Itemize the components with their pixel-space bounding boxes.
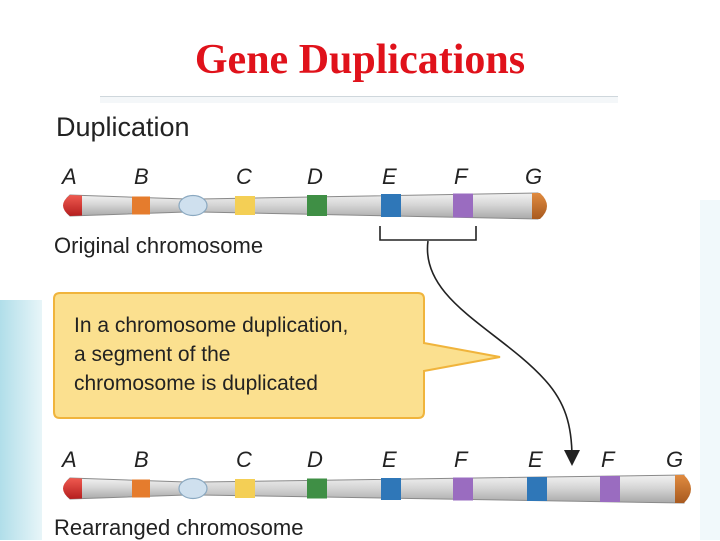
band-f-duplicate [600, 476, 620, 502]
gene-label: F [454, 164, 469, 189]
rearranged-chromosome [63, 474, 691, 504]
gene-label: F [454, 447, 469, 472]
callout-text: In a chromosome duplication, a segment o… [74, 311, 414, 398]
band-d [307, 195, 327, 216]
telomere-cap-left [63, 478, 82, 499]
rearranged-gene-labels: A B C D E F E F G [60, 447, 683, 472]
gene-label: C [236, 164, 252, 189]
chromosome-arm-left [63, 194, 187, 217]
band-d [307, 478, 327, 499]
band-e [381, 194, 401, 217]
band-c [235, 196, 255, 215]
telomere-cap-right [532, 193, 547, 219]
duplication-arrow [426, 240, 580, 466]
telomere-cap-right [675, 475, 691, 503]
rearranged-chromosome-caption: Rearranged chromosome [54, 515, 304, 540]
centromere [178, 477, 208, 500]
gene-label: B [134, 164, 149, 189]
panel-top-edge [100, 96, 618, 105]
callout-line: In a chromosome duplication, [74, 314, 349, 337]
gene-label: A [60, 447, 77, 472]
band-f [453, 477, 473, 501]
original-chromosome [63, 192, 547, 220]
band-b [132, 196, 150, 215]
slide-title: Gene Duplications [194, 37, 526, 83]
gene-label: C [236, 447, 252, 472]
gene-label: B [134, 447, 149, 472]
gene-label: E [528, 447, 543, 472]
callout-line: a segment of the [74, 343, 231, 366]
band-c [235, 479, 255, 498]
gene-label: D [307, 447, 323, 472]
gene-label: G [525, 164, 542, 189]
gene-label: F [601, 447, 616, 472]
panel-title: Duplication [56, 112, 190, 142]
band-f [453, 193, 473, 218]
callout-box [53, 292, 501, 419]
band-e-duplicate [527, 477, 547, 501]
telomere-cap-left [63, 195, 82, 216]
gene-label: E [382, 164, 397, 189]
gene-label: A [60, 164, 77, 189]
band-b [132, 479, 150, 498]
centromere [178, 194, 208, 217]
band-e [381, 478, 401, 500]
callout-line: chromosome is duplicated [74, 372, 318, 395]
gene-label: G [666, 447, 683, 472]
original-gene-labels: A B C D E F G [60, 164, 542, 189]
segment-bracket [379, 226, 477, 241]
gene-label: E [382, 447, 397, 472]
chromosome-arm-left [63, 477, 187, 500]
original-chromosome-caption: Original chromosome [54, 233, 264, 258]
gene-label: D [307, 164, 323, 189]
